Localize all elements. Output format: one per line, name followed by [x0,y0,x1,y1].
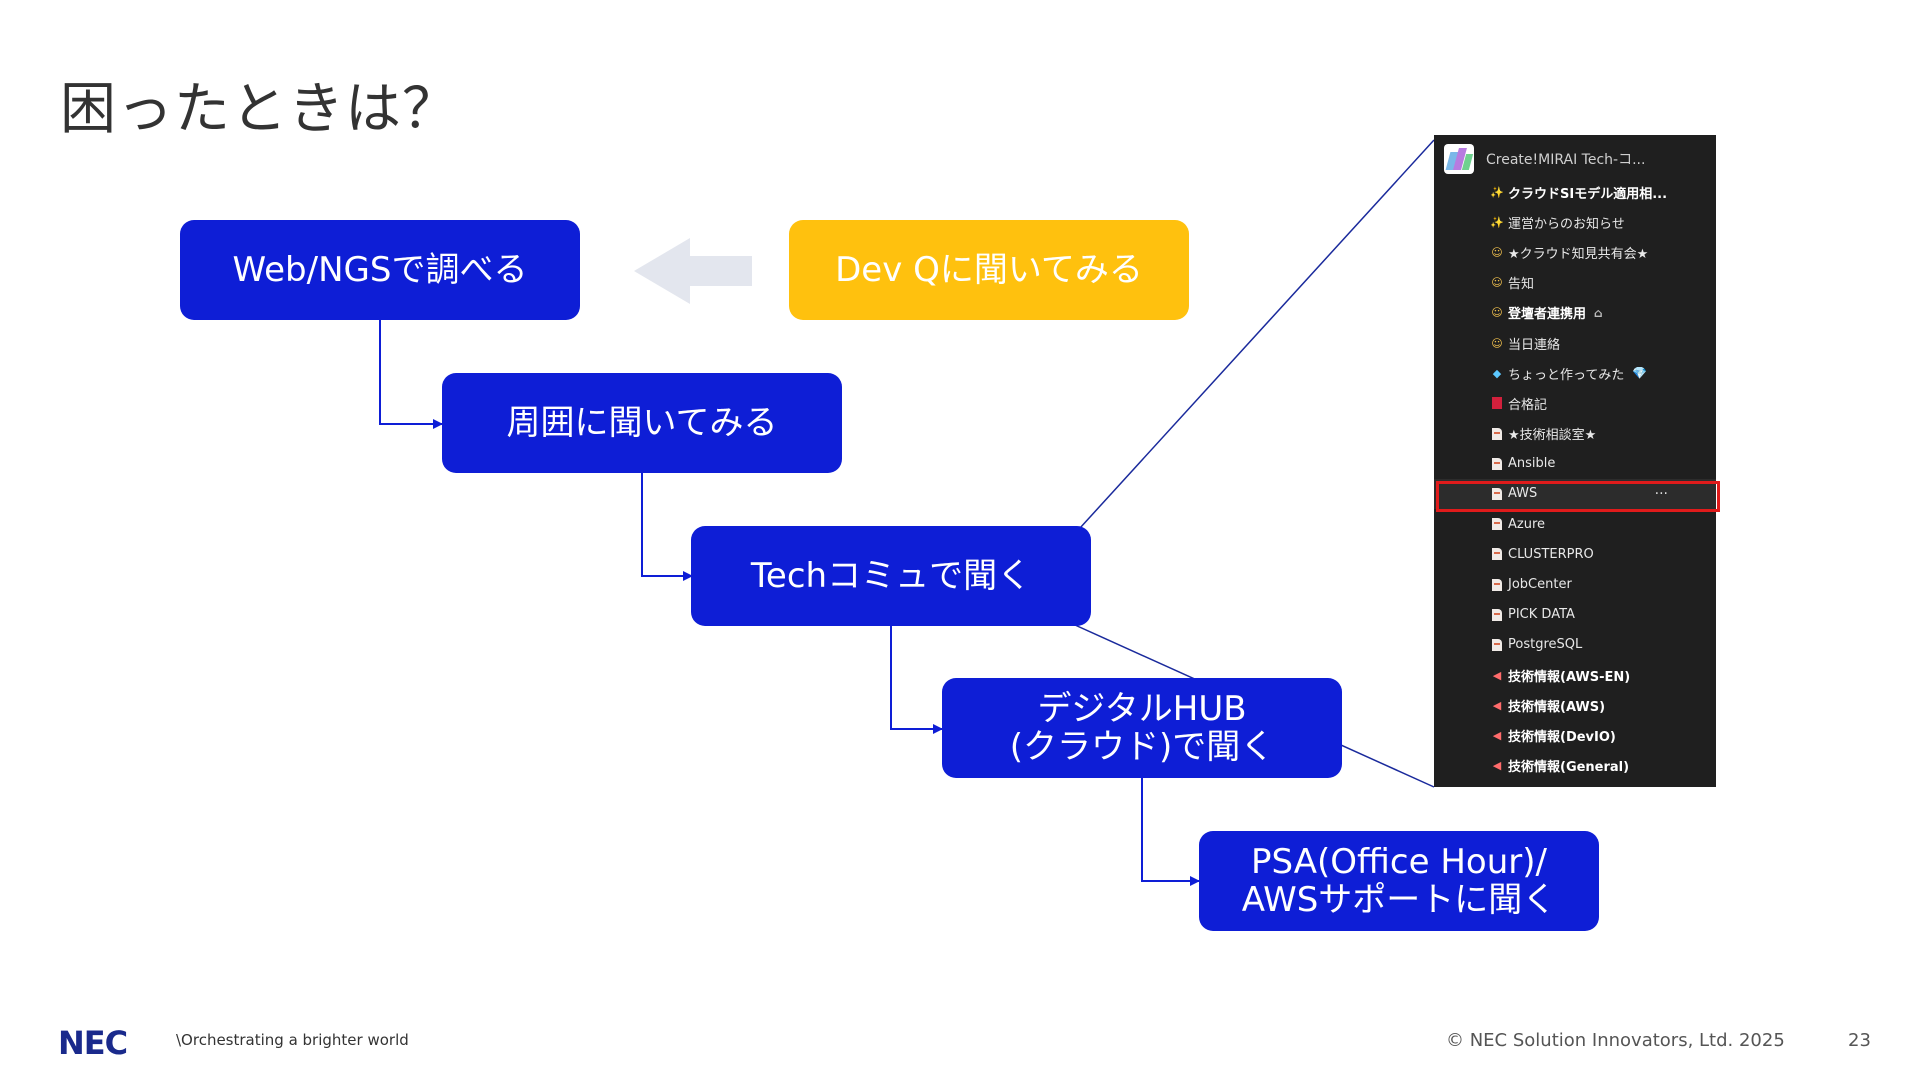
psa-label-line2: AWSサポートに聞く [1241,880,1557,920]
left-arrow-icon [634,238,752,304]
digital-hub-box: デジタルHUB (クラウド)で聞く [942,678,1342,778]
channel-label: Azure [1508,516,1546,532]
channel-label: 登壇者連携用 [1508,307,1587,323]
connector-ask-to-tech [641,473,693,581]
document-icon [1492,638,1502,651]
ask-around-label: 周囲に聞いてみる [506,403,778,443]
channel-item[interactable]: ✨ クラウドSIモデル適用相... [1434,177,1716,207]
dev-q-label: Dev Qに聞いてみる [835,250,1143,290]
channel-item[interactable]: CLUSTERPRO [1434,539,1716,569]
channel-label: 運営からのお知らせ [1508,216,1625,232]
document-icon [1492,548,1502,561]
channel-item[interactable]: Azure [1434,509,1716,539]
web-ngs-box: Web/NGSで調べる [180,220,580,320]
channel-label: CLUSTERPRO [1508,546,1594,562]
psa-label-line1: PSA(Office Hour)/ [1251,842,1547,882]
face-icon: ☺ [1491,245,1503,259]
channel-label: ちょっと作ってみた [1508,367,1625,383]
document-icon [1492,427,1502,440]
callout-line-top [1079,139,1435,529]
chat-channel-panel: Create!MIRAI Tech-コ... ✨クラウドSIモデル適用相...✨… [1434,135,1716,787]
connector-tech-to-hub [890,626,943,734]
channel-label: 技術情報(DevIO) [1508,729,1616,745]
channel-item[interactable]: ☺ ★クラウド知見共有会★ [1434,237,1716,267]
document-icon [1492,578,1502,591]
channel-extra-icon: 💎 [1632,366,1648,381]
copyright: © NEC Solution Innovators, Ltd. 2025 [1446,1030,1785,1051]
channel-item[interactable]: 合格記 [1434,388,1716,418]
workspace-name: Create!MIRAI Tech-コ... [1486,152,1646,168]
megaphone-icon: ◀ [1492,668,1502,682]
connector-web-to-ask [379,320,443,429]
footer-tagline: \Orchestrating a brighter world [176,1031,409,1049]
channel-label: PICK DATA [1508,607,1575,623]
connector-hub-to-psa [1141,778,1200,886]
digital-hub-label-line2: (クラウド)で聞く [1009,727,1275,767]
workspace-header[interactable]: Create!MIRAI Tech-コ... [1444,143,1645,175]
dev-q-box: Dev Qに聞いてみる [789,220,1189,320]
document-icon [1492,608,1502,621]
channel-item[interactable]: Ansible [1434,449,1716,479]
channel-item[interactable]: ★技術相談室★ [1434,419,1716,449]
channel-item[interactable]: JobCenter [1434,569,1716,599]
book-icon [1492,397,1502,410]
page-number: 23 [1848,1030,1871,1051]
document-icon [1492,487,1502,500]
channel-label: 当日連絡 [1508,337,1561,353]
channel-label: Ansible [1508,456,1556,472]
channel-item[interactable]: PostgreSQL [1434,630,1716,660]
nec-logo: NEC [58,1024,128,1062]
channel-item[interactable]: ◀ 技術情報(General) [1434,751,1716,781]
more-options-icon[interactable]: ··· [1654,485,1668,502]
channel-label: ★技術相談室★ [1508,428,1597,444]
channel-label: PostgreSQL [1508,637,1583,653]
channel-label: JobCenter [1508,577,1572,593]
tech-community-label: Techコミュで聞く [750,556,1032,596]
channel-label: 合格記 [1508,397,1548,413]
gem-icon: ◆ [1492,366,1502,380]
slide-title: 困ったときは？ [60,77,459,142]
megaphone-icon: ◀ [1492,728,1502,742]
channel-item[interactable]: ☺ 告知 [1434,268,1716,298]
document-icon [1492,457,1502,470]
channel-item[interactable]: ◆ ちょっと作ってみた 💎 [1434,358,1716,388]
aws-channel-highlight [1436,481,1720,512]
sparkle-icon: ✨ [1490,185,1504,199]
sparkle-icon: ✨ [1490,215,1504,229]
web-ngs-label: Web/NGSで調べる [232,250,528,290]
face-icon: ☺ [1491,336,1503,350]
megaphone-icon: ◀ [1492,698,1502,712]
channel-label: クラウドSIモデル適用相... [1508,186,1668,202]
channel-item[interactable]: ◀ 技術情報(DevIO) [1434,720,1716,750]
face-icon: ☺ [1491,276,1503,290]
channel-label: 技術情報(AWS-EN) [1508,669,1631,685]
psa-box: PSA(Office Hour)/ AWSサポートに聞く [1199,831,1599,931]
channel-item[interactable]: ☺ 当日連絡 [1434,328,1716,358]
ask-around-box: 周囲に聞いてみる [442,373,842,473]
channel-extra-icon: ⌂ [1594,305,1603,320]
channel-label: ★クラウド知見共有会★ [1508,246,1649,262]
channel-item[interactable]: ☺ 登壇者連携用 ⌂ [1434,298,1716,328]
channel-label: AWS [1508,486,1538,502]
channel-list: ✨ クラウドSIモデル適用相... ✨ 運営からのお知らせ ☺ ★クラウド知見共有会★ ☺ 告… [1434,177,1716,781]
digital-hub-label-line1: デジタルHUB [1037,689,1247,729]
channel-item[interactable]: ◀ 技術情報(AWS) [1434,690,1716,720]
tech-community-box: Techコミュで聞く [691,526,1091,626]
workspace-logo-icon [1444,144,1474,174]
channel-item[interactable]: ✨ 運営からのお知らせ [1434,207,1716,237]
channel-label: 告知 [1508,277,1535,293]
channel-label: 技術情報(General) [1508,760,1630,776]
megaphone-icon: ◀ [1492,759,1502,773]
face-icon: ☺ [1491,306,1503,320]
channel-item[interactable]: PICK DATA [1434,600,1716,630]
channel-label: 技術情報(AWS) [1508,699,1606,715]
document-icon [1492,518,1502,531]
channel-item[interactable]: ◀ 技術情報(AWS-EN) [1434,660,1716,690]
